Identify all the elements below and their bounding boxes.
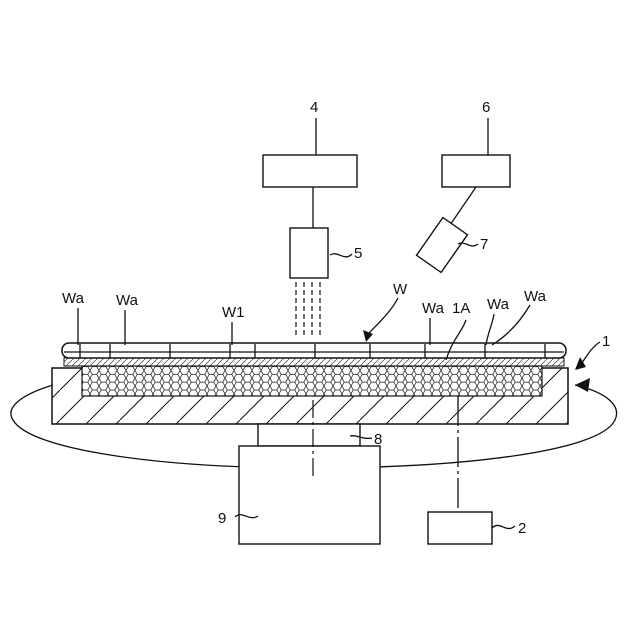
protective-tape (64, 358, 564, 366)
unit-6 (442, 155, 510, 187)
head-5 (290, 228, 328, 278)
label-W1: W1 (222, 304, 245, 321)
wafer-W (62, 343, 566, 358)
label-Wa-5: Wa (524, 288, 547, 305)
label-5: 5 (354, 245, 362, 262)
label-Wa-3: Wa (422, 300, 445, 317)
label-1A: 1A (452, 300, 470, 317)
label-Wa-1: Wa (62, 290, 85, 307)
shaft-8 (258, 424, 360, 446)
label-6: 6 (482, 99, 490, 116)
rotation-arrowhead (575, 378, 590, 392)
laser-beam (296, 282, 320, 336)
motor-9 (239, 446, 380, 544)
label-2: 2 (518, 520, 526, 537)
unit-4 (263, 155, 357, 187)
label-7: 7 (480, 236, 488, 253)
suction-source-2 (428, 512, 492, 544)
label-Wa-4: Wa (487, 296, 510, 313)
label-9: 9 (218, 510, 226, 527)
label-8: 8 (374, 431, 382, 448)
camera-7 (417, 218, 468, 273)
label-4: 4 (310, 99, 318, 116)
label-1: 1 (602, 333, 610, 350)
label-W: W (393, 281, 408, 298)
label-Wa-2: Wa (116, 292, 139, 309)
